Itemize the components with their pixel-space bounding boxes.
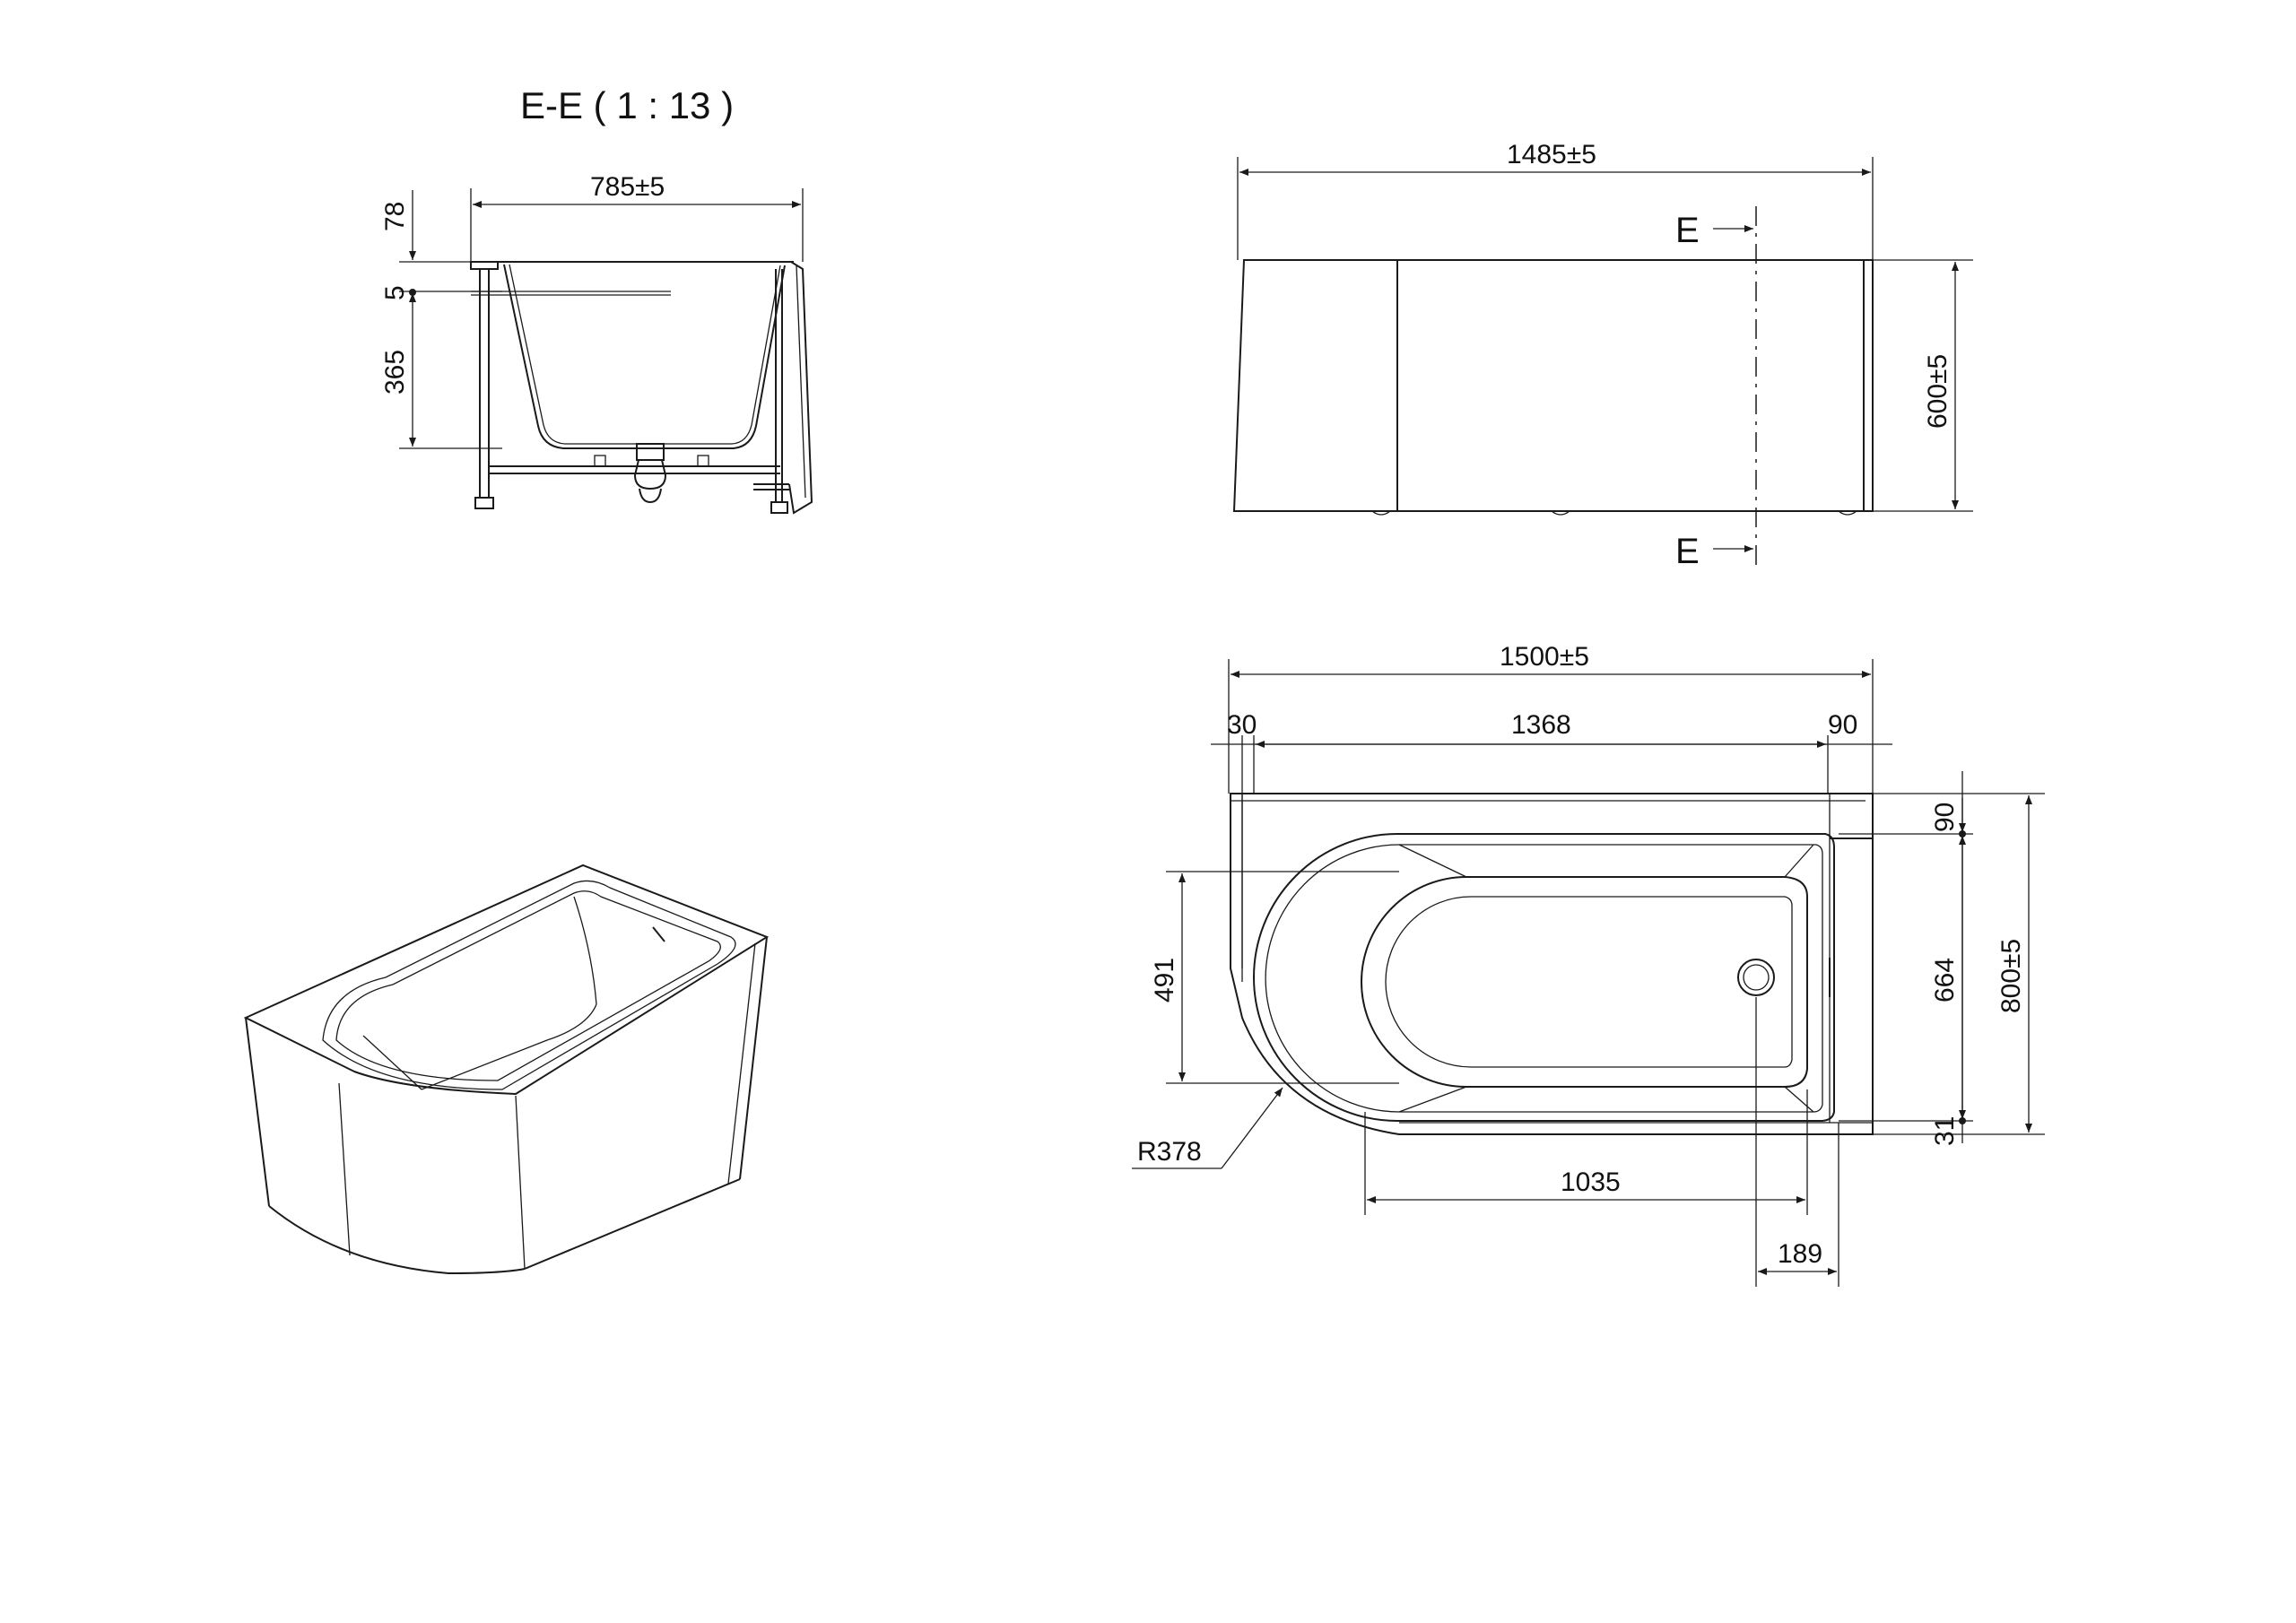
plan-left-margin-label: 30 <box>1227 710 1257 740</box>
plan-overall-length-label: 1500±5 <box>1500 642 1589 672</box>
cut-label-top: E <box>1675 211 1700 250</box>
plan-inner-length-label: 1368 <box>1511 710 1571 740</box>
plan-bottom-margin-label: 31 <box>1930 1116 1960 1146</box>
plan-drain-offset-label: 189 <box>1778 1239 1822 1269</box>
section-width-label: 785±5 <box>590 172 665 202</box>
plan-floor-length-label: 1035 <box>1561 1167 1621 1197</box>
plan-top-margin-label: 90 <box>1930 803 1960 832</box>
plan-arc-width-label: 491 <box>1150 958 1179 1002</box>
plan-right-margin-label: 90 <box>1828 710 1857 740</box>
front-length-label: 1485±5 <box>1507 140 1596 169</box>
front-height-label: 600±5 <box>1923 354 1952 429</box>
section-step-label: 5 <box>380 285 410 300</box>
isometric-view <box>243 864 770 1275</box>
front-view: 1485±5 E E 600±5 <box>1232 140 1973 571</box>
section-view: 785±5 78 5 365 <box>380 172 813 515</box>
plan-view: 1500±5 30 1368 90 <box>1132 642 2045 1287</box>
section-depth-label: 365 <box>380 350 410 395</box>
cut-label-bottom: E <box>1675 532 1700 571</box>
section-rim-label: 78 <box>380 202 410 231</box>
plan-radius-label: R378 <box>1137 1137 1202 1167</box>
plan-inner-width-label: 664 <box>1930 958 1960 1002</box>
section-title: E-E ( 1 : 13 ) <box>520 84 734 126</box>
plan-overall-width-label: 800±5 <box>1996 939 2026 1013</box>
